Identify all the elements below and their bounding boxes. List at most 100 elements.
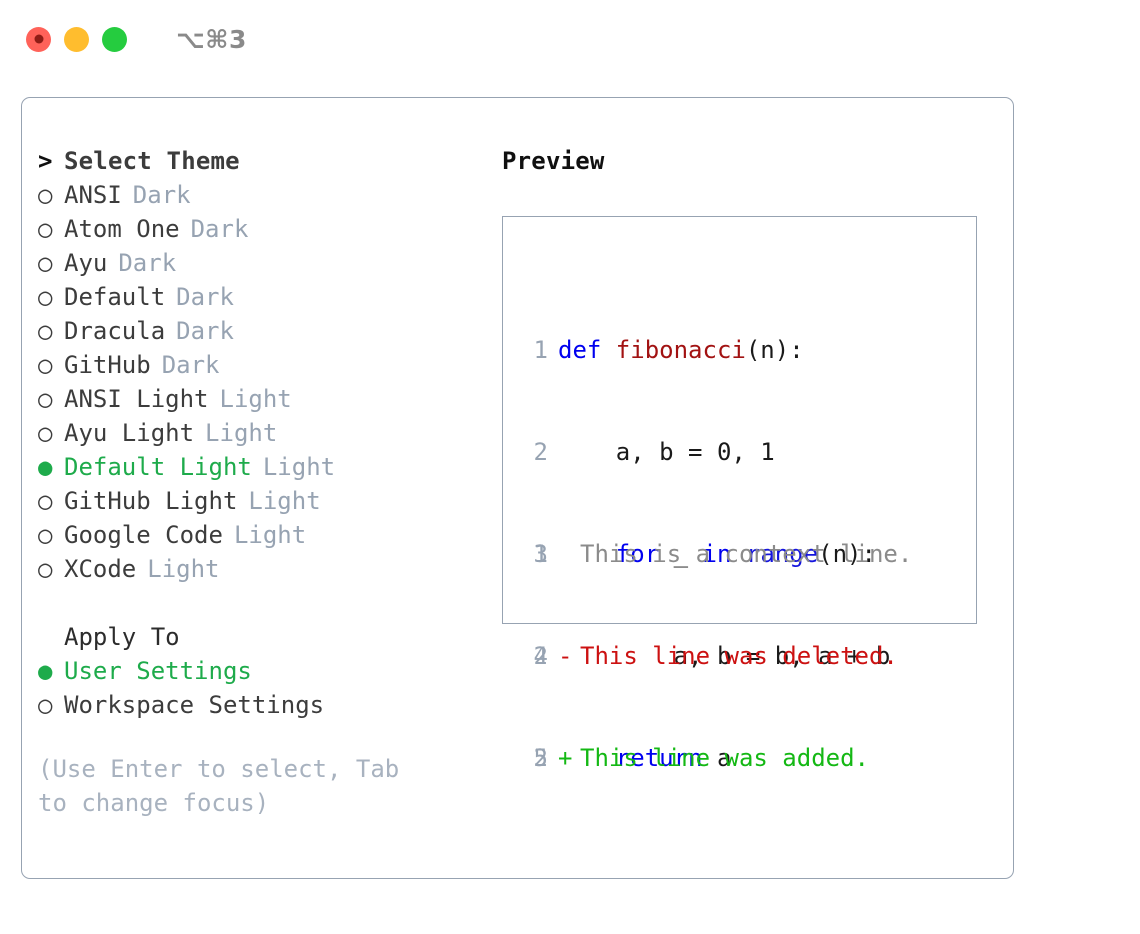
theme-variant-badge: Dark: [132, 181, 191, 209]
code-token-plain: (n):: [818, 540, 876, 568]
theme-name: Dracula: [64, 317, 166, 345]
preview-box: 1 def fibonacci (n): 2 a, b = 0, 1 3: [502, 216, 977, 772]
code-token-plain: a, b = 0, 1: [558, 438, 775, 466]
preview-pane: Preview 1 def fibonacci (n): 2 a, b = 0,…: [502, 144, 1002, 772]
radio-unselected-icon[interactable]: ○: [38, 351, 53, 379]
theme-name: XCode: [64, 555, 137, 583]
line-number: 2: [533, 642, 548, 670]
radio-unselected-icon[interactable]: ○: [38, 691, 53, 719]
code-token-plain: a, b = b, a + b: [558, 642, 891, 670]
theme-variant-badge: Dark: [190, 215, 249, 243]
code-token-builtin: range: [745, 540, 819, 568]
diff-text: This line was deleted.: [580, 642, 898, 670]
main-panel: > Select Theme ○ ANSI Dark ○ Atom One Da…: [21, 97, 1014, 879]
theme-name: Atom One: [64, 215, 180, 243]
keyboard-shortcut-label: ⌥⌘3: [176, 24, 247, 54]
theme-option-atom-one-dark[interactable]: ○ Atom One Dark: [38, 212, 478, 246]
select-theme-title: Select Theme: [64, 147, 240, 175]
line-number: 1: [533, 336, 548, 364]
code-token-plain: (n):: [745, 336, 804, 364]
line-number: 2: [533, 744, 548, 772]
code-token-keyword: in: [702, 540, 732, 568]
code-line: 3 for _ in range (n):: [514, 537, 890, 571]
apply-to-label: User Settings: [64, 657, 252, 685]
apply-to-label: Workspace Settings: [64, 691, 325, 719]
radio-selected-icon[interactable]: ●: [38, 453, 53, 481]
code-token-keyword: return: [615, 744, 703, 772]
code-line: 2 a, b = 0, 1: [514, 435, 890, 469]
code-token-keyword: def: [558, 336, 616, 364]
window-controls: [26, 26, 127, 52]
theme-option-ansi-dark[interactable]: ○ ANSI Dark: [38, 178, 478, 212]
prompt-caret-icon: >: [38, 147, 53, 175]
radio-unselected-icon[interactable]: ○: [38, 521, 53, 549]
code-line: 4 a, b = b, a + b: [514, 639, 891, 673]
theme-variant-badge: Dark: [118, 249, 177, 277]
theme-name: ANSI: [64, 181, 122, 209]
theme-option-ansi-light[interactable]: ○ ANSI Light Light: [38, 382, 478, 416]
theme-variant-badge: Dark: [176, 283, 234, 311]
radio-selected-icon[interactable]: ●: [38, 657, 53, 685]
code-token-plain: _: [659, 540, 703, 568]
diff-line-added: 2 + This line was added.: [514, 741, 912, 775]
theme-variant-badge: Light: [205, 419, 278, 447]
line-number: 5: [533, 744, 548, 772]
theme-name: Ayu Light: [64, 419, 195, 447]
code-sample: 1 def fibonacci (n): 2 a, b = 0, 1 3: [514, 265, 891, 843]
code-token-plain: a: [702, 744, 732, 772]
radio-unselected-icon[interactable]: ○: [38, 419, 53, 447]
theme-name: Google Code: [64, 521, 223, 549]
apply-to-option-user-settings[interactable]: ● User Settings: [38, 654, 478, 688]
line-number: 4: [533, 642, 548, 670]
line-number: 2: [533, 438, 548, 466]
theme-option-dracula-dark[interactable]: ○ Dracula Dark: [38, 314, 478, 348]
apply-to-header: Apply To: [38, 620, 478, 654]
title-bar: ⌥⌘3: [0, 0, 1140, 78]
code-token-keyword: for: [615, 540, 660, 568]
theme-name: ANSI Light: [64, 385, 209, 413]
list-spacer: [38, 586, 478, 620]
radio-unselected-icon[interactable]: ○: [38, 487, 53, 515]
preview-title: Preview: [502, 147, 605, 175]
theme-variant-badge: Light: [147, 555, 220, 583]
radio-unselected-icon[interactable]: ○: [38, 283, 53, 311]
diff-sample: 1 This is a context line. 2 - This line …: [514, 469, 913, 843]
apply-to-option-workspace-settings[interactable]: ○ Workspace Settings: [38, 688, 478, 722]
apply-to-title: Apply To: [64, 623, 180, 651]
radio-unselected-icon[interactable]: ○: [38, 215, 53, 243]
theme-option-default-dark[interactable]: ○ Default Dark: [38, 280, 478, 314]
line-number: 3: [533, 540, 548, 568]
theme-name: Default Light: [64, 453, 252, 481]
radio-unselected-icon[interactable]: ○: [38, 555, 53, 583]
radio-unselected-icon[interactable]: ○: [38, 181, 53, 209]
code-line: 5 return a: [514, 741, 890, 775]
radio-unselected-icon[interactable]: ○: [38, 385, 53, 413]
theme-option-default-light[interactable]: ● Default Light Light: [38, 450, 478, 484]
theme-option-xcode[interactable]: ○ XCode Light: [38, 552, 478, 586]
radio-unselected-icon[interactable]: ○: [38, 249, 53, 277]
theme-option-github-light[interactable]: ○ GitHub Light Light: [38, 484, 478, 518]
diff-line-deleted: 2 - This line was deleted.: [514, 639, 912, 673]
diff-sign: [558, 537, 580, 571]
diff-text: This is a context line.: [580, 540, 913, 568]
theme-variant-badge: Dark: [176, 317, 234, 345]
theme-name: GitHub Light: [64, 487, 238, 515]
diff-sign-minus: -: [558, 642, 573, 670]
diff-sign-plus: +: [558, 744, 573, 772]
maximize-window-icon[interactable]: [102, 26, 127, 52]
close-window-icon[interactable]: [26, 26, 51, 52]
theme-option-ayu-light[interactable]: ○ Ayu Light Light: [38, 416, 478, 450]
theme-name: Default: [64, 283, 166, 311]
minimize-window-icon[interactable]: [64, 26, 89, 52]
code-line: 1 def fibonacci (n):: [514, 333, 890, 367]
theme-variant-badge: Light: [248, 487, 321, 515]
theme-option-github-dark[interactable]: ○ GitHub Dark: [38, 348, 478, 382]
keyboard-hint-text: (Use Enter to select, Tab to change focu…: [38, 755, 414, 817]
theme-variant-badge: Light: [262, 453, 336, 481]
theme-name: GitHub: [64, 351, 151, 379]
theme-option-google-code[interactable]: ○ Google Code Light: [38, 518, 478, 552]
theme-option-ayu-dark[interactable]: ○ Ayu Dark: [38, 246, 478, 280]
line-number: 1: [533, 540, 548, 568]
radio-unselected-icon[interactable]: ○: [38, 317, 53, 345]
theme-picker: > Select Theme ○ ANSI Dark ○ Atom One Da…: [38, 144, 478, 820]
